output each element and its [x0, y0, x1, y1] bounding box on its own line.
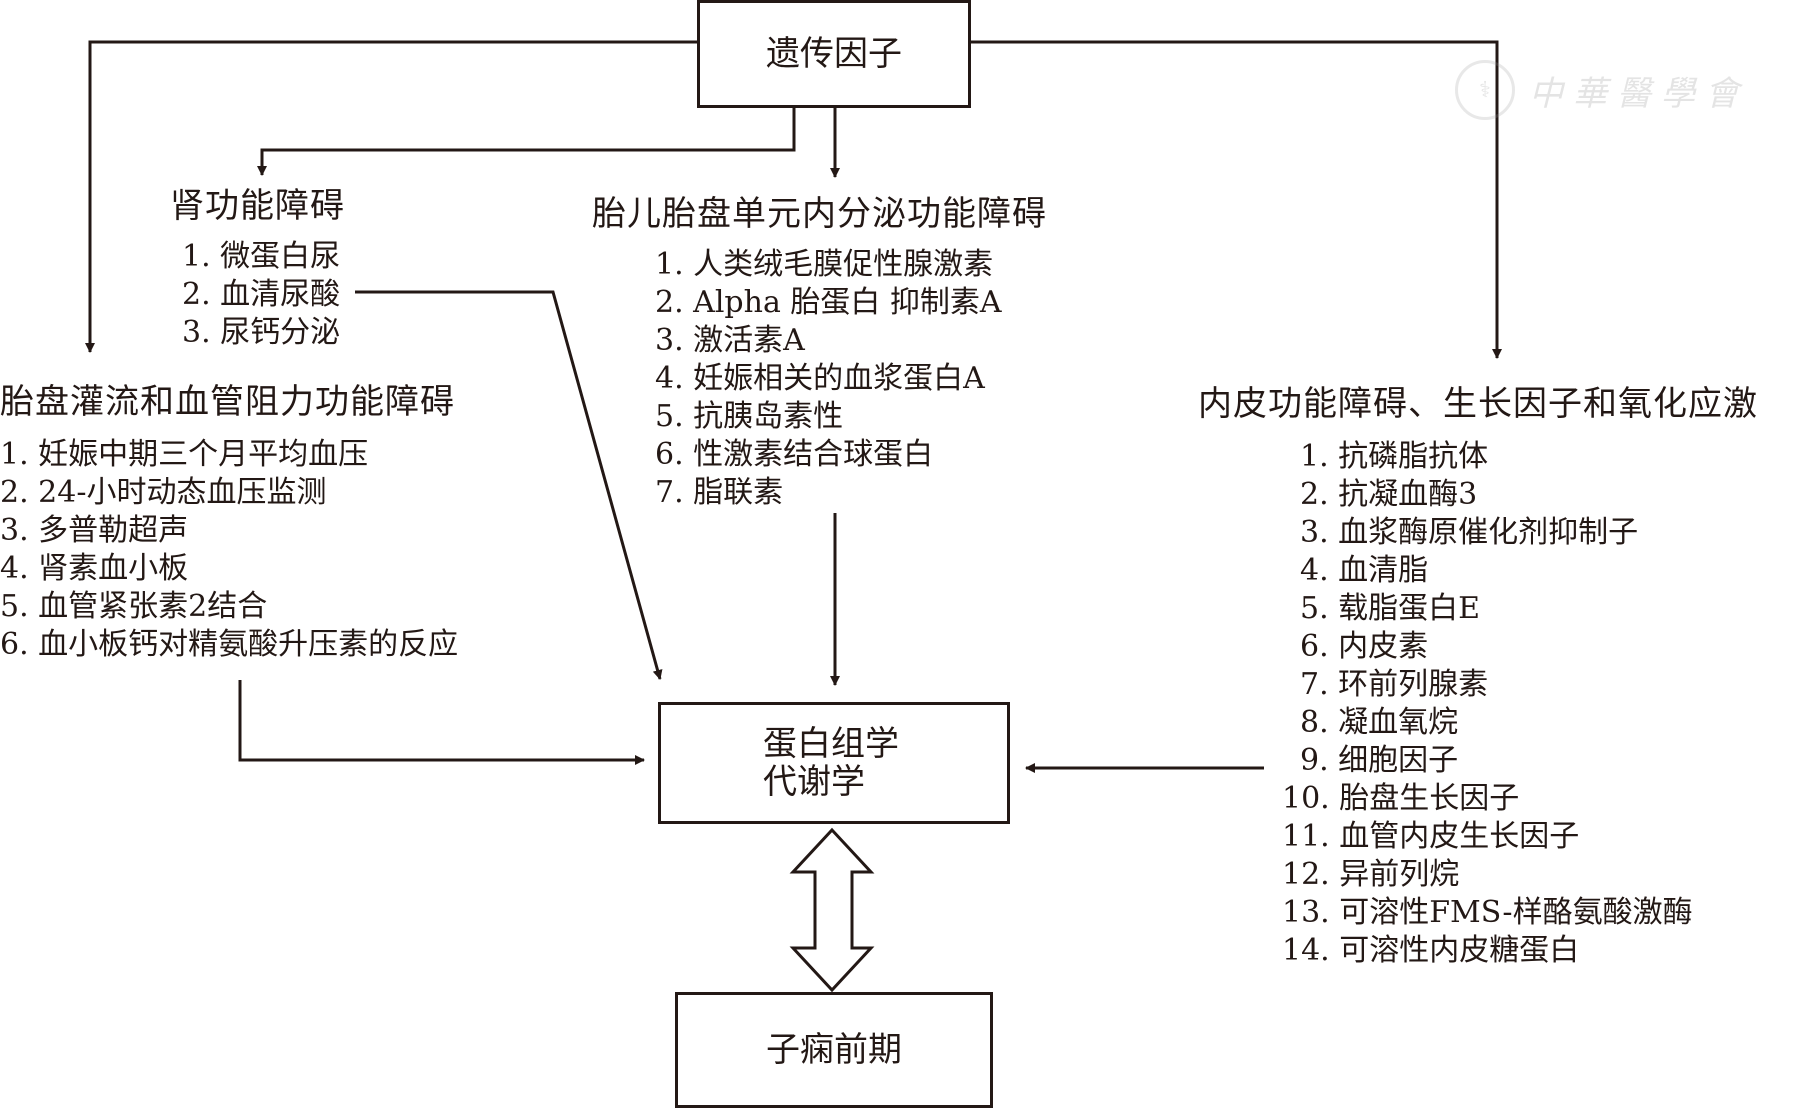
list-item: 5. 载脂蛋白E: [1300, 591, 1481, 626]
arrow-genetic-to-perfusion: [85, 40, 697, 353]
list-item: 5. 抗胰岛素性: [655, 399, 844, 434]
list-item: 10. 胎盘生长因子: [1282, 781, 1520, 816]
list-item: 1. 妊娠中期三个月平均血压: [0, 437, 369, 472]
watermark-text: 中華醫學會: [1529, 73, 1749, 114]
list-item: 6. 性激素结合球蛋白: [655, 437, 934, 472]
list-item: 7. 环前列腺素: [1300, 667, 1489, 702]
fetal-placental-heading: 胎儿胎盘单元内分泌功能障碍: [592, 194, 1047, 234]
list-item: 2. 24-小时动态血压监测: [0, 475, 327, 510]
list-item: 3. 血浆酶原催化剂抑制子: [1300, 515, 1639, 550]
list-item: 1. 微蛋白尿: [182, 239, 341, 274]
placental-perfusion-heading: 胎盘灌流和血管阻力功能障碍: [0, 382, 455, 422]
endothelial-heading: 内皮功能障碍、生长因子和氧化应激: [1198, 384, 1758, 424]
double-arrow-proteomics-preeclampsia: [789, 827, 875, 993]
proteomics-metabolomics-box: 蛋白组学 代谢学: [658, 702, 1010, 824]
list-item: 6. 内皮素: [1300, 629, 1429, 664]
list-item: 3. 尿钙分泌: [182, 315, 341, 350]
list-item: 2. Alpha 胎蛋白 抑制素A: [655, 285, 1002, 320]
list-item: 14. 可溶性内皮糖蛋白: [1282, 933, 1580, 968]
list-item: 6. 血小板钙对精氨酸升压素的反应: [0, 627, 459, 662]
list-item: 4. 妊娠相关的血浆蛋白A: [655, 361, 985, 396]
arrow-perfusion-to-proteomics: [238, 680, 645, 765]
genetic-factors-box: 遗传因子: [697, 0, 971, 108]
list-item: 9. 细胞因子: [1300, 743, 1459, 778]
list-item: 4. 血清脂: [1300, 553, 1429, 588]
preeclampsia-box: 子痫前期: [675, 992, 993, 1108]
fetal-placental-list: 1. 人类绒毛膜促性腺激素 2. Alpha 胎蛋白 抑制素A 3. 激活素A …: [655, 246, 1002, 512]
endothelial-list: 1. 抗磷脂抗体 2. 抗凝血酶3 3. 血浆酶原催化剂抑制子 4. 血清脂 5…: [1282, 438, 1693, 970]
list-item: 3. 激活素A: [655, 323, 805, 358]
society-seal-icon: ⚕: [1455, 60, 1515, 120]
list-item: 12. 异前列烷: [1282, 857, 1460, 892]
list-item: 2. 血清尿酸: [182, 277, 341, 312]
placental-perfusion-list: 1. 妊娠中期三个月平均血压 2. 24-小时动态血压监测 3. 多普勒超声 4…: [0, 436, 458, 664]
watermark: ⚕ 中華醫學會: [1455, 60, 1749, 120]
list-item: 13. 可溶性FMS-样酪氨酸激酶: [1282, 895, 1693, 930]
proteomics-label: 蛋白组学: [763, 724, 899, 764]
list-item: 8. 凝血氧烷: [1300, 705, 1459, 740]
arrow-genetic-to-endothelial: [971, 40, 1502, 359]
list-item: 5. 血管紧张素2结合: [0, 589, 268, 624]
list-item: 1. 抗磷脂抗体: [1300, 439, 1489, 474]
preeclampsia-label: 子痫前期: [766, 1030, 902, 1070]
metabolomics-label: 代谢学: [763, 762, 865, 802]
renal-dysfunction-list: 1. 微蛋白尿 2. 血清尿酸 3. 尿钙分泌: [182, 238, 340, 352]
list-item: 2. 抗凝血酶3: [1300, 477, 1478, 512]
list-item: 7. 脂联素: [655, 475, 784, 510]
renal-dysfunction-heading: 肾功能障碍: [170, 186, 345, 226]
list-item: 3. 多普勒超声: [0, 513, 189, 548]
arrow-genetic-to-renal: [257, 107, 796, 176]
list-item: 4. 肾素血小板: [0, 551, 189, 586]
list-item: 1. 人类绒毛膜促性腺激素: [655, 247, 994, 282]
list-item: 11. 血管内皮生长因子: [1282, 819, 1580, 854]
genetic-factors-label: 遗传因子: [766, 34, 902, 74]
arrow-uric-acid-to-proteomics: [355, 290, 663, 680]
